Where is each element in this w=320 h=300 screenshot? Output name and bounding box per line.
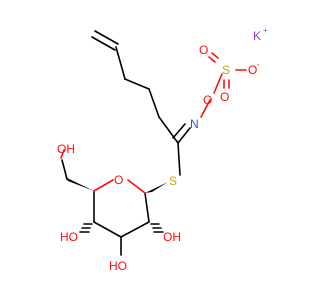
chain-bond-4 bbox=[158, 116, 179, 144]
sulfonate-o-bottom: O bbox=[220, 90, 229, 104]
terminal-double-bond-a bbox=[91, 36, 116, 51]
wedge-bond-c1-s bbox=[145, 182, 168, 193]
ch2-bond bbox=[61, 159, 68, 180]
structure-canvas: K + O O - S O O N S O OH HO HO OH bbox=[57, 26, 268, 273]
s-o-top-double-a bbox=[211, 52, 219, 59]
oxime-nitrogen: N bbox=[190, 117, 199, 131]
c-n-double-bond-b bbox=[172, 123, 186, 139]
sulfonate-o-right-charge: - bbox=[257, 60, 260, 69]
hydroxyl-c3: HO bbox=[109, 259, 127, 273]
sulfonate-o-right: O bbox=[248, 63, 257, 77]
ch2-oh-bond bbox=[60, 149, 65, 159]
hydroxyl-ch2: OH bbox=[57, 142, 75, 156]
sulfonate-sulfur: S bbox=[222, 63, 230, 77]
hydroxyl-c4: HO bbox=[60, 230, 78, 244]
chain-bond-1 bbox=[115, 46, 126, 80]
hydroxyl-c2: OH bbox=[163, 230, 181, 244]
ring-bond-c2-c3 bbox=[120, 221, 150, 238]
s-o-top-double-b bbox=[208, 56, 216, 63]
ring-bond-c5-o bbox=[93, 179, 114, 192]
potassium-charge: + bbox=[263, 26, 268, 35]
n-o-bond bbox=[200, 99, 211, 118]
c-s-bond bbox=[177, 142, 181, 176]
o-s-bond bbox=[213, 73, 223, 94]
sulfonate-o-top: O bbox=[199, 43, 208, 57]
hashed-bond-c4-oh bbox=[79, 223, 93, 233]
chain-bond-3 bbox=[148, 88, 160, 118]
ring-bond-c1-c2 bbox=[144, 192, 150, 223]
ring-oxygen: O bbox=[114, 173, 123, 187]
ring-bond-o-c1 bbox=[127, 179, 146, 194]
chain-bond-2 bbox=[124, 78, 150, 90]
thioether-sulfur: S bbox=[169, 174, 177, 188]
c-n-double-bond-a bbox=[177, 127, 191, 144]
hashed-bond-c2-oh bbox=[150, 223, 164, 233]
terminal-double-bond-b bbox=[94, 30, 119, 45]
ring-bond-c3-c4 bbox=[93, 221, 122, 238]
molecule-structure: K + O O - S O O N S O OH HO HO OH bbox=[57, 26, 268, 273]
oxime-oxygen: O bbox=[203, 93, 212, 107]
potassium-label: K bbox=[253, 29, 261, 43]
wedge-bond-c5-ch2 bbox=[65, 177, 94, 191]
